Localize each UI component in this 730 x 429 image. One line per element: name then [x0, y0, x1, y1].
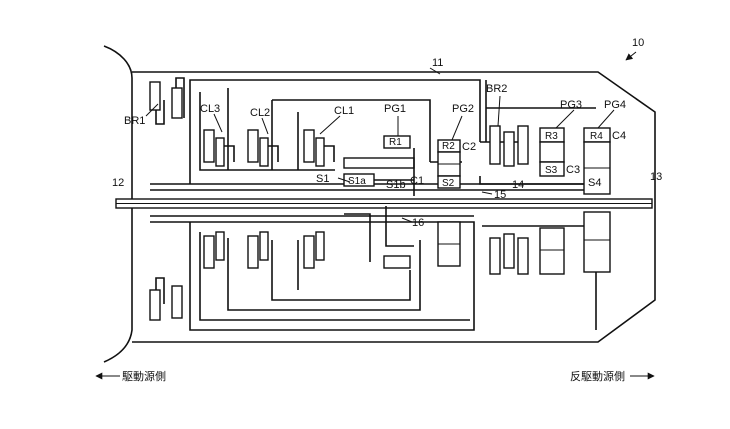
brake-br1-upper	[149, 77, 185, 125]
label-s1a: S1a	[348, 176, 366, 187]
label-fig-number: 10	[632, 37, 644, 49]
non-drive-side-label: 反駆動源側	[570, 369, 625, 383]
label-r3: R3	[545, 131, 558, 142]
label-c4: C4	[612, 130, 626, 142]
label-c3: C3	[566, 164, 580, 176]
lower-frame	[150, 213, 597, 331]
drive-side-label: 駆動源側	[122, 369, 166, 383]
clutch-cl1-lower	[303, 231, 325, 269]
clutch-cl2-lower	[247, 231, 269, 269]
label-r4: R4	[590, 131, 603, 142]
clutch-cl2-upper	[247, 129, 279, 167]
label-16: 16	[412, 217, 424, 229]
label-s2: S2	[442, 178, 455, 189]
label-pg1: PG1	[384, 103, 406, 115]
brake-br1-lower	[149, 277, 183, 321]
brake-br2-upper	[489, 125, 529, 167]
label-15: 15	[494, 189, 506, 201]
main-shaft	[115, 198, 653, 209]
label-pg2: PG2	[452, 103, 474, 115]
label-r2: R2	[442, 141, 455, 152]
label-s3: S3	[545, 165, 558, 176]
planetary-lower-center	[383, 206, 461, 269]
label-pg4: PG4	[604, 99, 626, 111]
diagram-labels: 10 11 BR1 BR2 CL3 CL2 CL1 PG1 PG2 PG3 PG…	[112, 37, 662, 229]
label-c2: C2	[462, 141, 476, 153]
leader-lines	[145, 51, 637, 223]
label-11: 11	[432, 57, 443, 69]
brake-br2-lower	[489, 233, 529, 275]
planetary-pg2-upper	[437, 139, 461, 189]
label-s4: S4	[588, 177, 601, 189]
label-c1: C1	[410, 175, 424, 187]
planetary-lower-right	[539, 211, 611, 275]
clutch-cl3-lower	[203, 231, 225, 269]
clutch-cl3-upper	[203, 129, 235, 167]
label-13: 13	[650, 171, 662, 183]
label-r1: R1	[389, 137, 402, 148]
label-s1b: S1b	[386, 179, 406, 191]
label-br1: BR1	[124, 115, 145, 127]
label-br2: BR2	[486, 83, 507, 95]
planetary-pg1-upper	[343, 135, 415, 196]
planetary-pg4-upper	[583, 127, 611, 195]
label-14: 14	[512, 179, 524, 191]
label-s1: S1	[316, 173, 329, 185]
label-cl3: CL3	[200, 103, 220, 115]
label-cl1: CL1	[334, 105, 354, 117]
clutch-cl1-upper	[303, 129, 335, 167]
label-12: 12	[112, 177, 124, 189]
direction-indicators: 駆動源側 反駆動源側	[95, 369, 655, 383]
label-pg3: PG3	[560, 99, 582, 111]
planetary-pg3-upper	[539, 127, 565, 177]
label-cl2: CL2	[250, 107, 270, 119]
